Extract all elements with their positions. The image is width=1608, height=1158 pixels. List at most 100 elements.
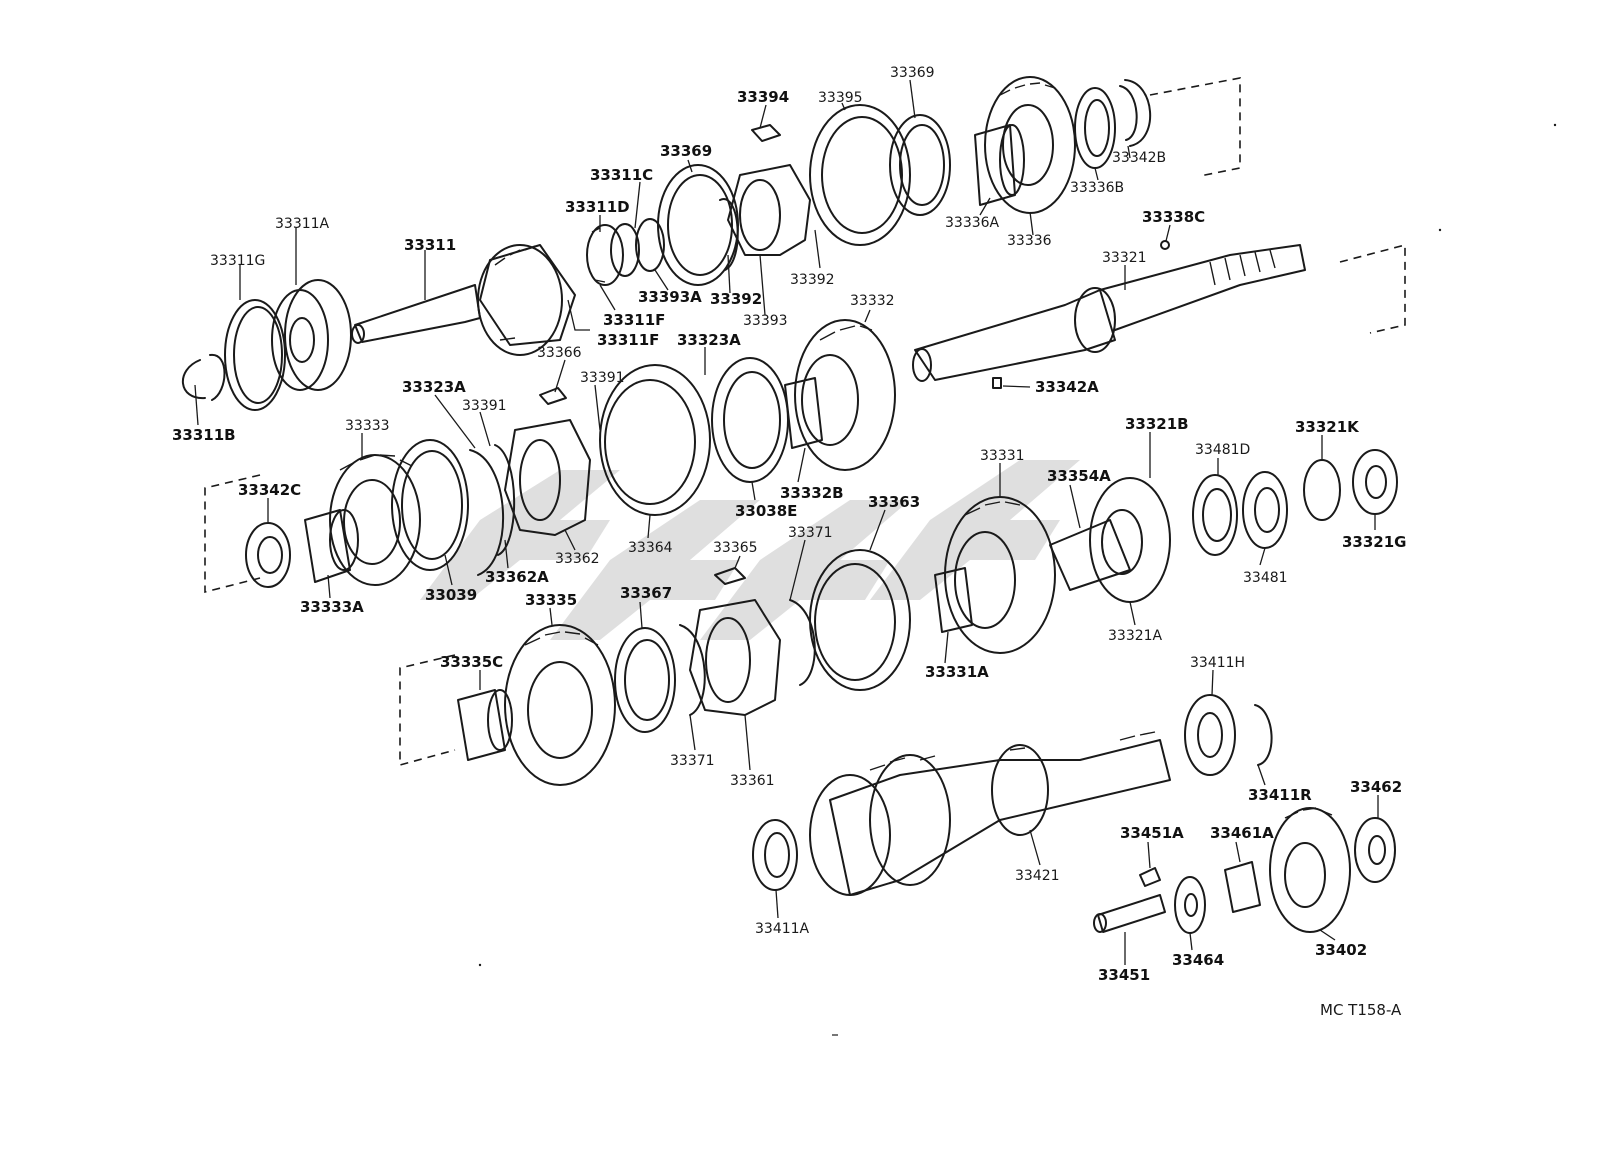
- sleeve-33364: [599, 364, 711, 516]
- label-33311b: 33311B: [172, 426, 236, 444]
- label-33371-1: 33371: [788, 525, 833, 541]
- ring-33321k: [1303, 459, 1341, 521]
- synchro-ring-33367: [614, 627, 676, 733]
- needle-bearing-33335c: [457, 689, 506, 761]
- label-33392-2: 33392: [790, 272, 835, 288]
- output-shaft-33321: [912, 240, 1306, 389]
- hub-33362: [504, 419, 591, 536]
- label-33354a: 33354A: [1047, 467, 1111, 485]
- label-33411a: 33411A: [755, 921, 810, 937]
- label-33335c: 33335C: [440, 653, 503, 671]
- washer-33462: [1354, 817, 1396, 883]
- key-spring-33392: [719, 198, 739, 271]
- row-2-gears: [245, 319, 896, 588]
- label-33367: 33367: [620, 584, 672, 602]
- snap-ring-33342b: [1124, 79, 1152, 147]
- label-33311: 33311: [404, 236, 456, 254]
- label-33421: 33421: [1015, 868, 1060, 884]
- hub-33393: [727, 164, 811, 256]
- label-33402: 33402: [1315, 941, 1367, 959]
- washer-33342c: [245, 522, 291, 588]
- label-33323a-2: 33323A: [402, 378, 466, 396]
- label-33333: 33333: [345, 418, 390, 434]
- label-33321g: 33321G: [1342, 533, 1407, 551]
- hub-33361: [689, 599, 781, 716]
- watermark: [420, 460, 1080, 640]
- label-33393a: 33393A: [638, 288, 702, 306]
- label-33364: 33364: [628, 540, 673, 556]
- counter-gear-33421: [829, 739, 1171, 896]
- reverse-idler-shaft-33451: [1097, 894, 1166, 933]
- row-3-gears: [457, 549, 911, 786]
- label-33311f-2: 33311F: [597, 331, 659, 349]
- label-33342c: 33342C: [238, 481, 301, 499]
- bearing-33411h: [1184, 694, 1236, 776]
- sleeve-33395: [809, 104, 911, 246]
- part-labels: 33311G 33311A 33311 33311B 33311D 33311C…: [172, 65, 1407, 1019]
- label-33369-1: 33369: [660, 142, 712, 160]
- label-33331: 33331: [980, 448, 1025, 464]
- label-33365: 33365: [713, 540, 758, 556]
- synchro-ring-33369b: [889, 114, 951, 216]
- label-33411h: 33411H: [1190, 655, 1245, 671]
- label-33311d: 33311D: [565, 198, 630, 216]
- bushing-33481: [1242, 471, 1288, 549]
- label-33393: 33393: [743, 313, 788, 329]
- key-33394: [751, 124, 781, 142]
- label-33342a: 33342A: [1035, 378, 1099, 396]
- needle-bearing-33461a: [1224, 861, 1261, 913]
- label-33332b: 33332B: [780, 484, 844, 502]
- bearing-33411a: [752, 819, 798, 891]
- label-33332: 33332: [850, 293, 895, 309]
- label-33039: 33039: [425, 586, 477, 604]
- label-33321a: 33321A: [1108, 628, 1163, 644]
- label-33411r: 33411R: [1248, 786, 1312, 804]
- key-spring-33391: [494, 444, 516, 556]
- label-33311a: 33311A: [275, 216, 330, 232]
- label-33321k: 33321K: [1295, 418, 1360, 436]
- label-33481d: 33481D: [1195, 442, 1250, 458]
- key-33365: [714, 567, 746, 585]
- label-33371-2: 33371: [670, 753, 715, 769]
- label-33338c: 33338C: [1142, 208, 1205, 226]
- label-33038e: 33038E: [735, 502, 797, 520]
- dashed-brackets: [204, 77, 1406, 767]
- label-33311c: 33311C: [590, 166, 653, 184]
- ring-33311c: [610, 223, 640, 277]
- label-33395: 33395: [818, 90, 863, 106]
- label-33336: 33336: [1007, 233, 1052, 249]
- sleeve-33363: [809, 549, 911, 691]
- label-33462: 33462: [1350, 778, 1402, 796]
- ring-33039: [391, 439, 469, 571]
- label-33362: 33362: [555, 551, 600, 567]
- ring-33323a: [469, 449, 504, 576]
- label-33363: 33363: [868, 493, 920, 511]
- label-33391-2: 33391: [462, 398, 507, 414]
- label-33336a: 33336A: [945, 215, 1000, 231]
- label-33461a: 33461A: [1210, 824, 1274, 842]
- leader-lines: [194, 79, 1379, 965]
- label-33481: 33481: [1243, 570, 1288, 586]
- label-33451: 33451: [1098, 966, 1150, 984]
- seal-33481d: [1192, 474, 1238, 556]
- snap-ring-33411r: [1254, 704, 1273, 766]
- label-33336b: 33336B: [1070, 180, 1124, 196]
- gear-33332: [794, 319, 896, 471]
- snap-ring-33311b: [182, 359, 206, 400]
- washer-33464: [1174, 876, 1206, 934]
- label-33323a-1: 33323A: [677, 331, 741, 349]
- label-33331a: 33331A: [925, 663, 989, 681]
- ring-33393a: [635, 218, 665, 272]
- gear-33336: [984, 76, 1076, 214]
- label-33394: 33394: [737, 88, 789, 106]
- gear-33311d: [586, 224, 624, 286]
- label-33361: 33361: [730, 773, 775, 789]
- bearing-33311a: [284, 279, 352, 391]
- label-33369-2: 33369: [890, 65, 935, 81]
- figure-code: MC T158-A: [1320, 1001, 1402, 1019]
- label-33391-1: 33391: [580, 370, 625, 386]
- pin-33342a: [992, 377, 1002, 389]
- label-33321: 33321: [1102, 250, 1147, 266]
